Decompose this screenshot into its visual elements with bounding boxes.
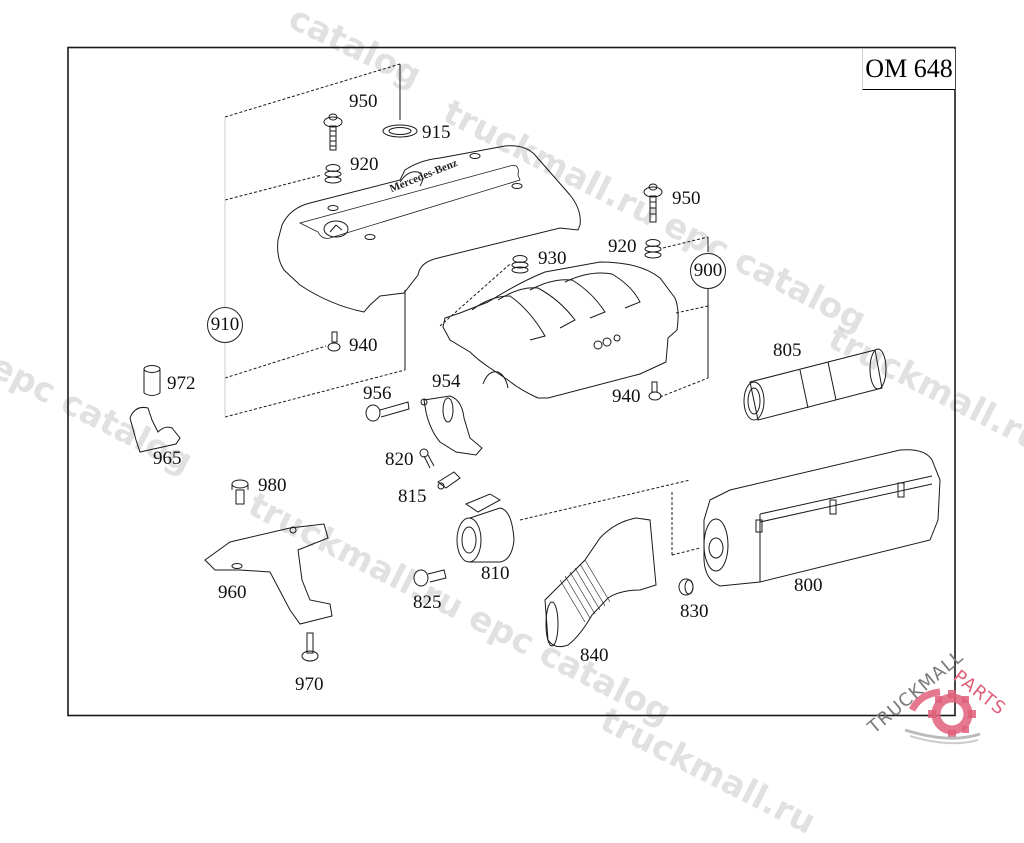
part-940-pin-a bbox=[327, 331, 341, 352]
engine-cover-lower bbox=[442, 261, 679, 399]
part-830-cap bbox=[678, 578, 694, 596]
part-980-bolt bbox=[231, 479, 249, 505]
part-label-840[interactable]: 840 bbox=[580, 645, 609, 666]
part-label-970[interactable]: 970 bbox=[295, 674, 324, 695]
part-805-filter bbox=[743, 348, 887, 421]
part-label-950-b[interactable]: 950 bbox=[672, 188, 701, 209]
part-920-grommet-b bbox=[644, 239, 662, 259]
part-930-grommet bbox=[511, 255, 529, 274]
part-956-bolt bbox=[365, 401, 410, 422]
group-910-bracket bbox=[224, 63, 511, 418]
part-972-sleeve bbox=[143, 365, 161, 396]
part-label-820[interactable]: 820 bbox=[385, 449, 414, 470]
part-950-bolt-b bbox=[643, 183, 663, 223]
part-810-throttle-body bbox=[456, 493, 515, 563]
truckmallparts-logo: TRUCKMALL PARTS bbox=[860, 646, 1024, 750]
part-954-bracket bbox=[420, 395, 483, 456]
part-label-965[interactable]: 965 bbox=[153, 448, 182, 469]
part-840-air-duct bbox=[544, 517, 657, 648]
part-label-830[interactable]: 830 bbox=[680, 601, 709, 622]
part-970-bolt bbox=[301, 632, 319, 662]
part-label-940-b[interactable]: 940 bbox=[612, 386, 641, 407]
part-800-air-filter-housing bbox=[703, 449, 941, 587]
engine-cover-upper bbox=[277, 145, 581, 313]
group-900-bracket bbox=[659, 236, 709, 398]
part-820-screw bbox=[419, 448, 435, 469]
part-965-clamp bbox=[129, 407, 181, 453]
part-label-815[interactable]: 815 bbox=[398, 486, 427, 507]
part-label-920-b[interactable]: 920 bbox=[608, 236, 637, 257]
assembly-callout-900[interactable]: 900 bbox=[690, 253, 726, 289]
part-label-825[interactable]: 825 bbox=[413, 592, 442, 613]
part-label-920-a[interactable]: 920 bbox=[350, 154, 379, 175]
part-label-980[interactable]: 980 bbox=[258, 475, 287, 496]
part-815-sensor bbox=[437, 471, 461, 490]
assembly-callout-910[interactable]: 910 bbox=[207, 307, 243, 343]
part-label-972[interactable]: 972 bbox=[167, 373, 196, 394]
diagram-frame bbox=[67, 46, 956, 717]
part-940-pin-b bbox=[648, 381, 662, 401]
part-950-bolt-a bbox=[323, 113, 343, 151]
part-label-956[interactable]: 956 bbox=[363, 383, 392, 404]
part-label-800[interactable]: 800 bbox=[794, 575, 823, 596]
part-label-915[interactable]: 915 bbox=[422, 122, 451, 143]
part-label-930[interactable]: 930 bbox=[538, 248, 567, 269]
exploded-view-drawing bbox=[67, 46, 956, 717]
part-label-950-a[interactable]: 950 bbox=[349, 91, 378, 112]
part-label-960[interactable]: 960 bbox=[218, 582, 247, 603]
part-label-810[interactable]: 810 bbox=[481, 563, 510, 584]
part-label-805[interactable]: 805 bbox=[773, 340, 802, 361]
part-960-bracket bbox=[204, 523, 333, 625]
part-915-washer bbox=[382, 124, 418, 138]
part-label-940-a[interactable]: 940 bbox=[349, 335, 378, 356]
part-825-bolt bbox=[413, 569, 447, 587]
duct-bellows bbox=[559, 559, 611, 623]
engine-model-label: OM 648 bbox=[862, 49, 955, 90]
part-label-954[interactable]: 954 bbox=[432, 371, 461, 392]
part-920-grommet-a bbox=[324, 164, 342, 184]
gear-logo-icon bbox=[904, 688, 981, 745]
